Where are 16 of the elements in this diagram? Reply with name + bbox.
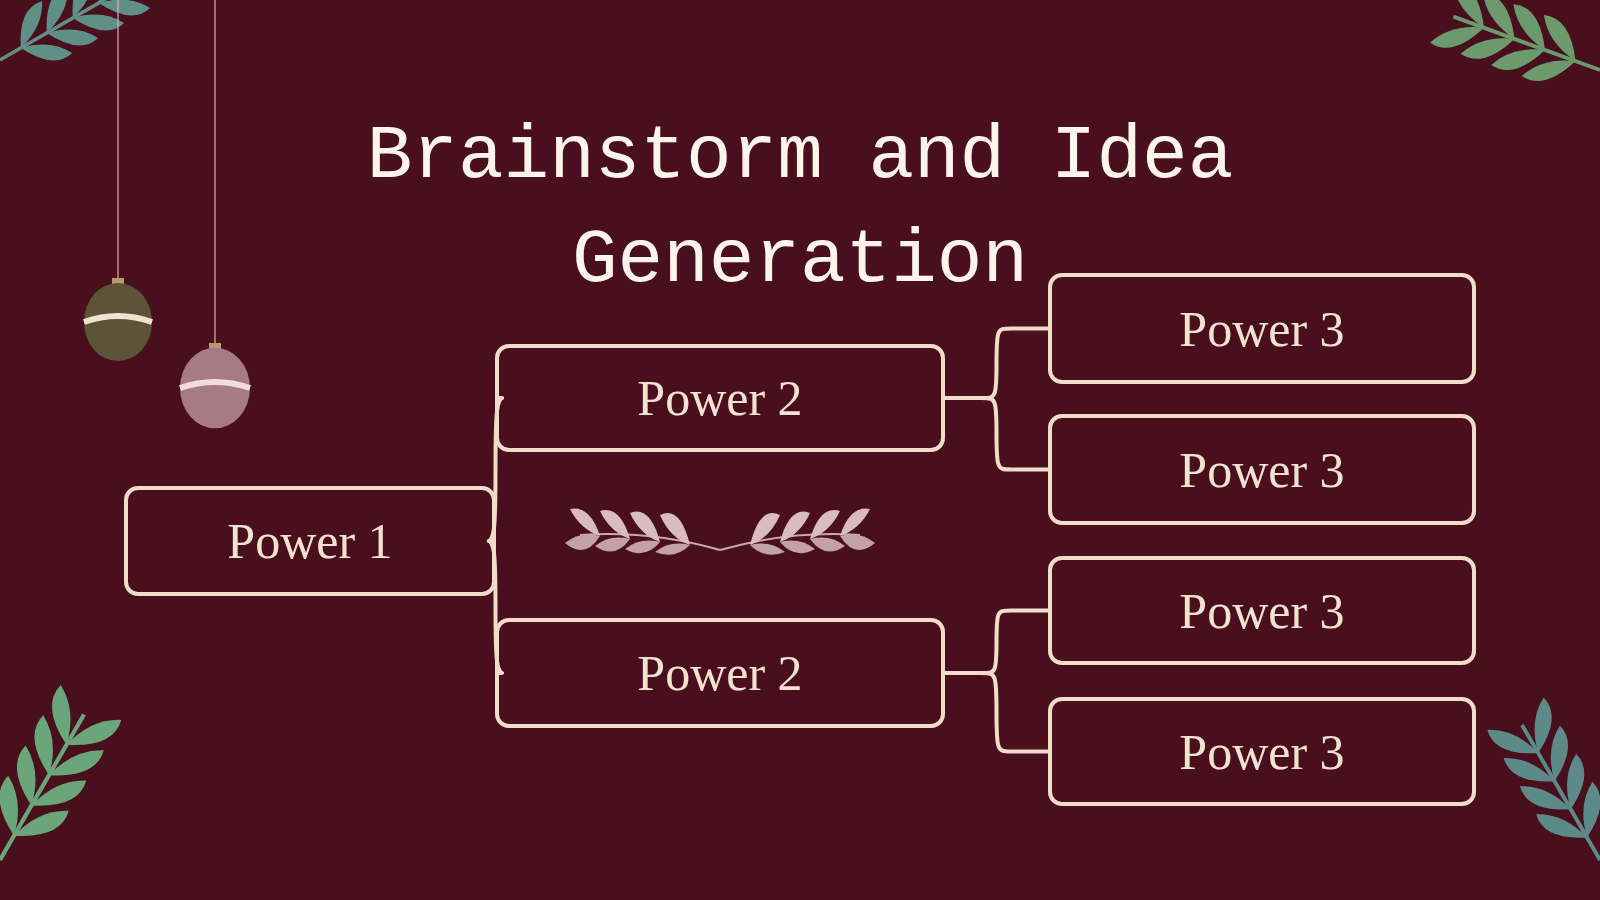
process-box [495, 618, 945, 728]
process-box [495, 344, 945, 452]
box-label: Power 2 [637, 644, 803, 702]
box-label: Power 2 [637, 369, 803, 427]
box-label: Power 1 [227, 512, 393, 570]
box-label: Power 3 [1179, 581, 1345, 640]
process-box [1048, 414, 1476, 525]
connector-line [945, 671, 1048, 754]
process-box [1048, 697, 1476, 806]
process-box [1048, 273, 1476, 384]
process-box [1048, 556, 1476, 665]
box-label: Power 3 [1179, 440, 1345, 499]
connector-line [945, 396, 1048, 472]
box-label: Power 3 [1179, 722, 1345, 781]
connector-line [486, 539, 505, 675]
process-box [124, 486, 496, 596]
